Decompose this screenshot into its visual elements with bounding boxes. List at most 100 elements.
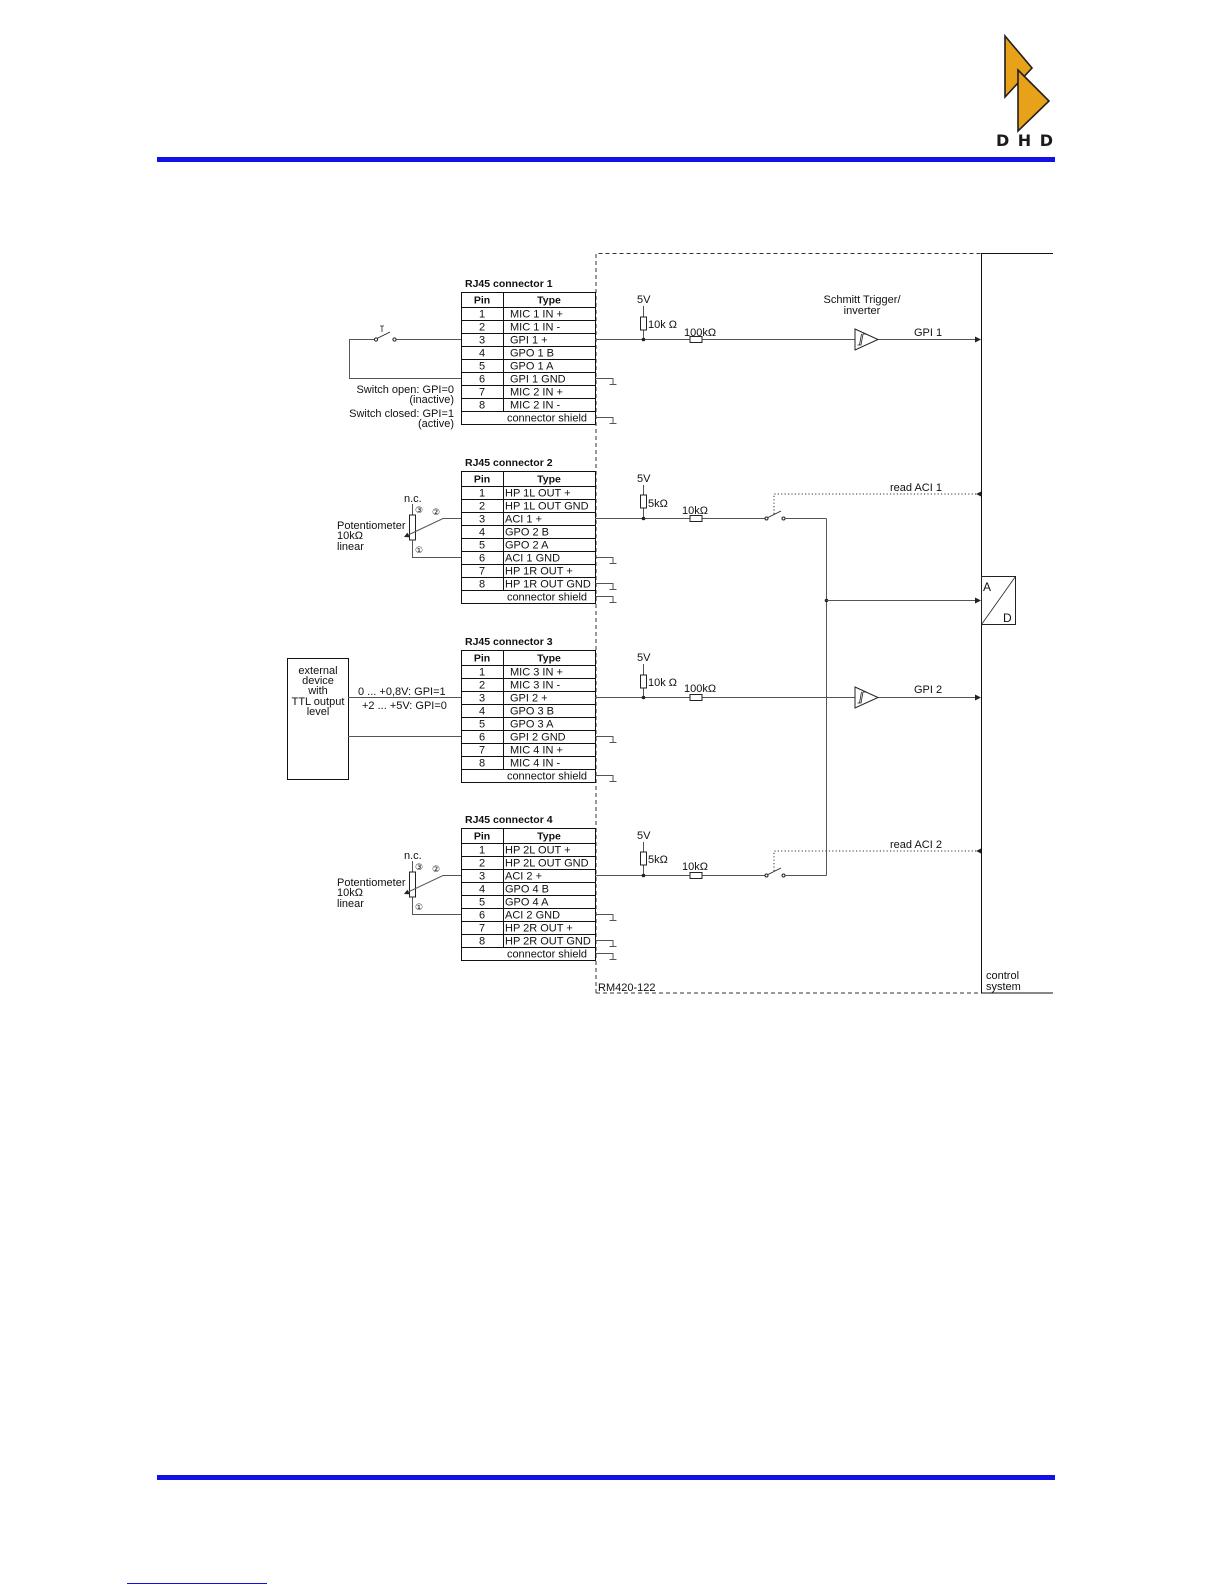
pin-number: 1 xyxy=(479,488,485,500)
pin-signal-type: HP 2R OUT GND xyxy=(505,936,591,948)
switch-actuator xyxy=(380,325,384,332)
aci-2-read-arrowhead xyxy=(976,848,981,854)
aci-1-pullup-label: 5kΩ xyxy=(648,498,668,510)
switch-closed-state: (active) xyxy=(418,418,454,430)
pin-number: 6 xyxy=(479,553,485,565)
pot-1-label-line3: linear xyxy=(337,541,364,553)
ground-symbol xyxy=(595,417,617,424)
aci-1-junction-dot xyxy=(641,516,646,521)
pot-1-ground-lead xyxy=(412,540,461,558)
external-device-label-line1: external xyxy=(298,665,337,677)
aci-2-series-resistor xyxy=(689,872,703,879)
pin-number: 2 xyxy=(479,501,485,513)
gpi-1-trigger-label-line1: Schmitt Trigger/ xyxy=(823,294,901,306)
pin-number: 5 xyxy=(479,361,485,373)
pinout-table-border xyxy=(461,292,596,425)
pin-number: 1 xyxy=(479,667,485,679)
pot-1-pin3-marker: ③ xyxy=(415,505,423,515)
analog-bus-arrowhead xyxy=(975,597,981,604)
pot-2-label-line3: linear xyxy=(337,898,364,910)
pin-signal-type: GPI 1 GND xyxy=(510,374,566,386)
connector-title: RJ45 connector 2 xyxy=(465,457,553,469)
pot-2-pin3-marker: ③ xyxy=(415,862,423,872)
gpi-1-trigger-label-line2: inverter xyxy=(844,305,881,317)
pin-column-header: Pin xyxy=(474,653,490,665)
gpi-1-junction-dot xyxy=(641,337,646,342)
external-device-label-line2: device xyxy=(302,675,334,687)
aci-2-supply-label: 5V xyxy=(637,830,651,842)
pin-signal-type: GPO 1 A xyxy=(510,361,554,373)
ground-symbol xyxy=(595,914,617,921)
pin-number: 4 xyxy=(479,348,485,360)
pin-column-header: Pin xyxy=(474,474,490,486)
ground-symbol xyxy=(595,378,617,385)
potentiometer-2: n.c. ③ ② ① Potentiometer 10kΩ linear xyxy=(337,850,461,915)
gpi-1-hysteresis-symbol xyxy=(857,333,867,346)
ad-converter-output-label: D xyxy=(1003,611,1012,625)
aci-2-pullup-resistor xyxy=(640,851,647,866)
pin-signal-type: HP 2R OUT + xyxy=(505,923,573,935)
pin-signal-type: HP 1L OUT + xyxy=(505,488,571,500)
external-device-label-line3: with xyxy=(307,685,328,697)
pot-2-label-line1: Potentiometer xyxy=(337,877,406,889)
pin-number: 4 xyxy=(479,706,485,718)
ground-symbol xyxy=(595,736,617,743)
connector-shield-label: connector shield xyxy=(507,413,587,425)
pinout-table-border xyxy=(461,650,596,783)
pot-2-label-line2: 10kΩ xyxy=(337,887,363,899)
external-device: external device with TTL output level 0 … xyxy=(287,658,461,780)
ground-symbol xyxy=(595,953,617,960)
pot-2-pin1-marker: ① xyxy=(415,902,423,912)
aci-1-read-arrowhead xyxy=(976,491,981,497)
pin-number: 7 xyxy=(479,566,485,578)
ttl-low-level-note: 0 ... +0,8V: GPI=1 xyxy=(358,686,446,698)
pin-column-header: Pin xyxy=(474,295,490,307)
aci-1-read-control-line xyxy=(773,493,976,514)
pin-signal-type: MIC 2 IN - xyxy=(510,400,560,412)
pin-number: 4 xyxy=(479,884,485,896)
ground-symbol xyxy=(595,940,617,947)
pot-1-pin2-marker: ② xyxy=(432,507,440,517)
pot-2-wiper-arrowhead xyxy=(404,889,410,895)
pot-2-wiper xyxy=(405,875,461,894)
gpi-1-pullup-resistor xyxy=(640,316,647,331)
ad-converter-diagonal xyxy=(981,576,1016,625)
pin-signal-type: ACI 1 + xyxy=(505,514,542,526)
pin-signal-type: MIC 3 IN + xyxy=(510,667,563,679)
pin-number: 5 xyxy=(479,540,485,552)
gpi-1-pullup-label: 10k Ω xyxy=(648,319,677,331)
ground-symbol xyxy=(595,557,617,564)
pin-signal-type: GPO 4 B xyxy=(505,884,549,896)
pin-number: 6 xyxy=(479,910,485,922)
connector-shield-label: connector shield xyxy=(507,592,587,604)
pin-number: 5 xyxy=(479,897,485,909)
pin-number: 8 xyxy=(479,936,485,948)
type-column-header: Type xyxy=(537,295,561,307)
pin-signal-type: ACI 1 GND xyxy=(505,553,560,565)
pin-number: 1 xyxy=(479,845,485,857)
header-rule xyxy=(157,157,1055,162)
aci-1-switch-blade xyxy=(767,510,782,518)
gpi-1-arrowhead xyxy=(975,336,981,343)
switch-closed-note: Switch closed: GPI=1 xyxy=(349,408,454,420)
pin-signal-type: HP 1L OUT GND xyxy=(505,501,589,513)
pot-1-label-line1: Potentiometer xyxy=(337,520,406,532)
switch-wire xyxy=(349,339,461,379)
type-column-header: Type xyxy=(537,653,561,665)
gpi-1-supply-label: 5V xyxy=(637,294,651,306)
pin-signal-type: GPO 2 B xyxy=(505,527,549,539)
gpi-2-series-resistor xyxy=(689,694,703,701)
gpi-2-hysteresis-symbol xyxy=(857,691,867,704)
aci-2-read-control-line xyxy=(773,850,976,871)
aci-1-supply-label: 5V xyxy=(637,473,651,485)
pin-number: 8 xyxy=(479,758,485,770)
wiring-diagram: RM420-122 control system RJ45 connector … xyxy=(287,253,1053,994)
footer-rule xyxy=(157,1475,1055,1480)
pot-2-nc-label: n.c. xyxy=(404,850,422,862)
ttl-high-level-note: +2 ... +5V: GPI=0 xyxy=(362,700,447,712)
pin-signal-type: GPO 3 B xyxy=(510,706,554,718)
aci-2-switch-contact-right xyxy=(781,873,786,878)
